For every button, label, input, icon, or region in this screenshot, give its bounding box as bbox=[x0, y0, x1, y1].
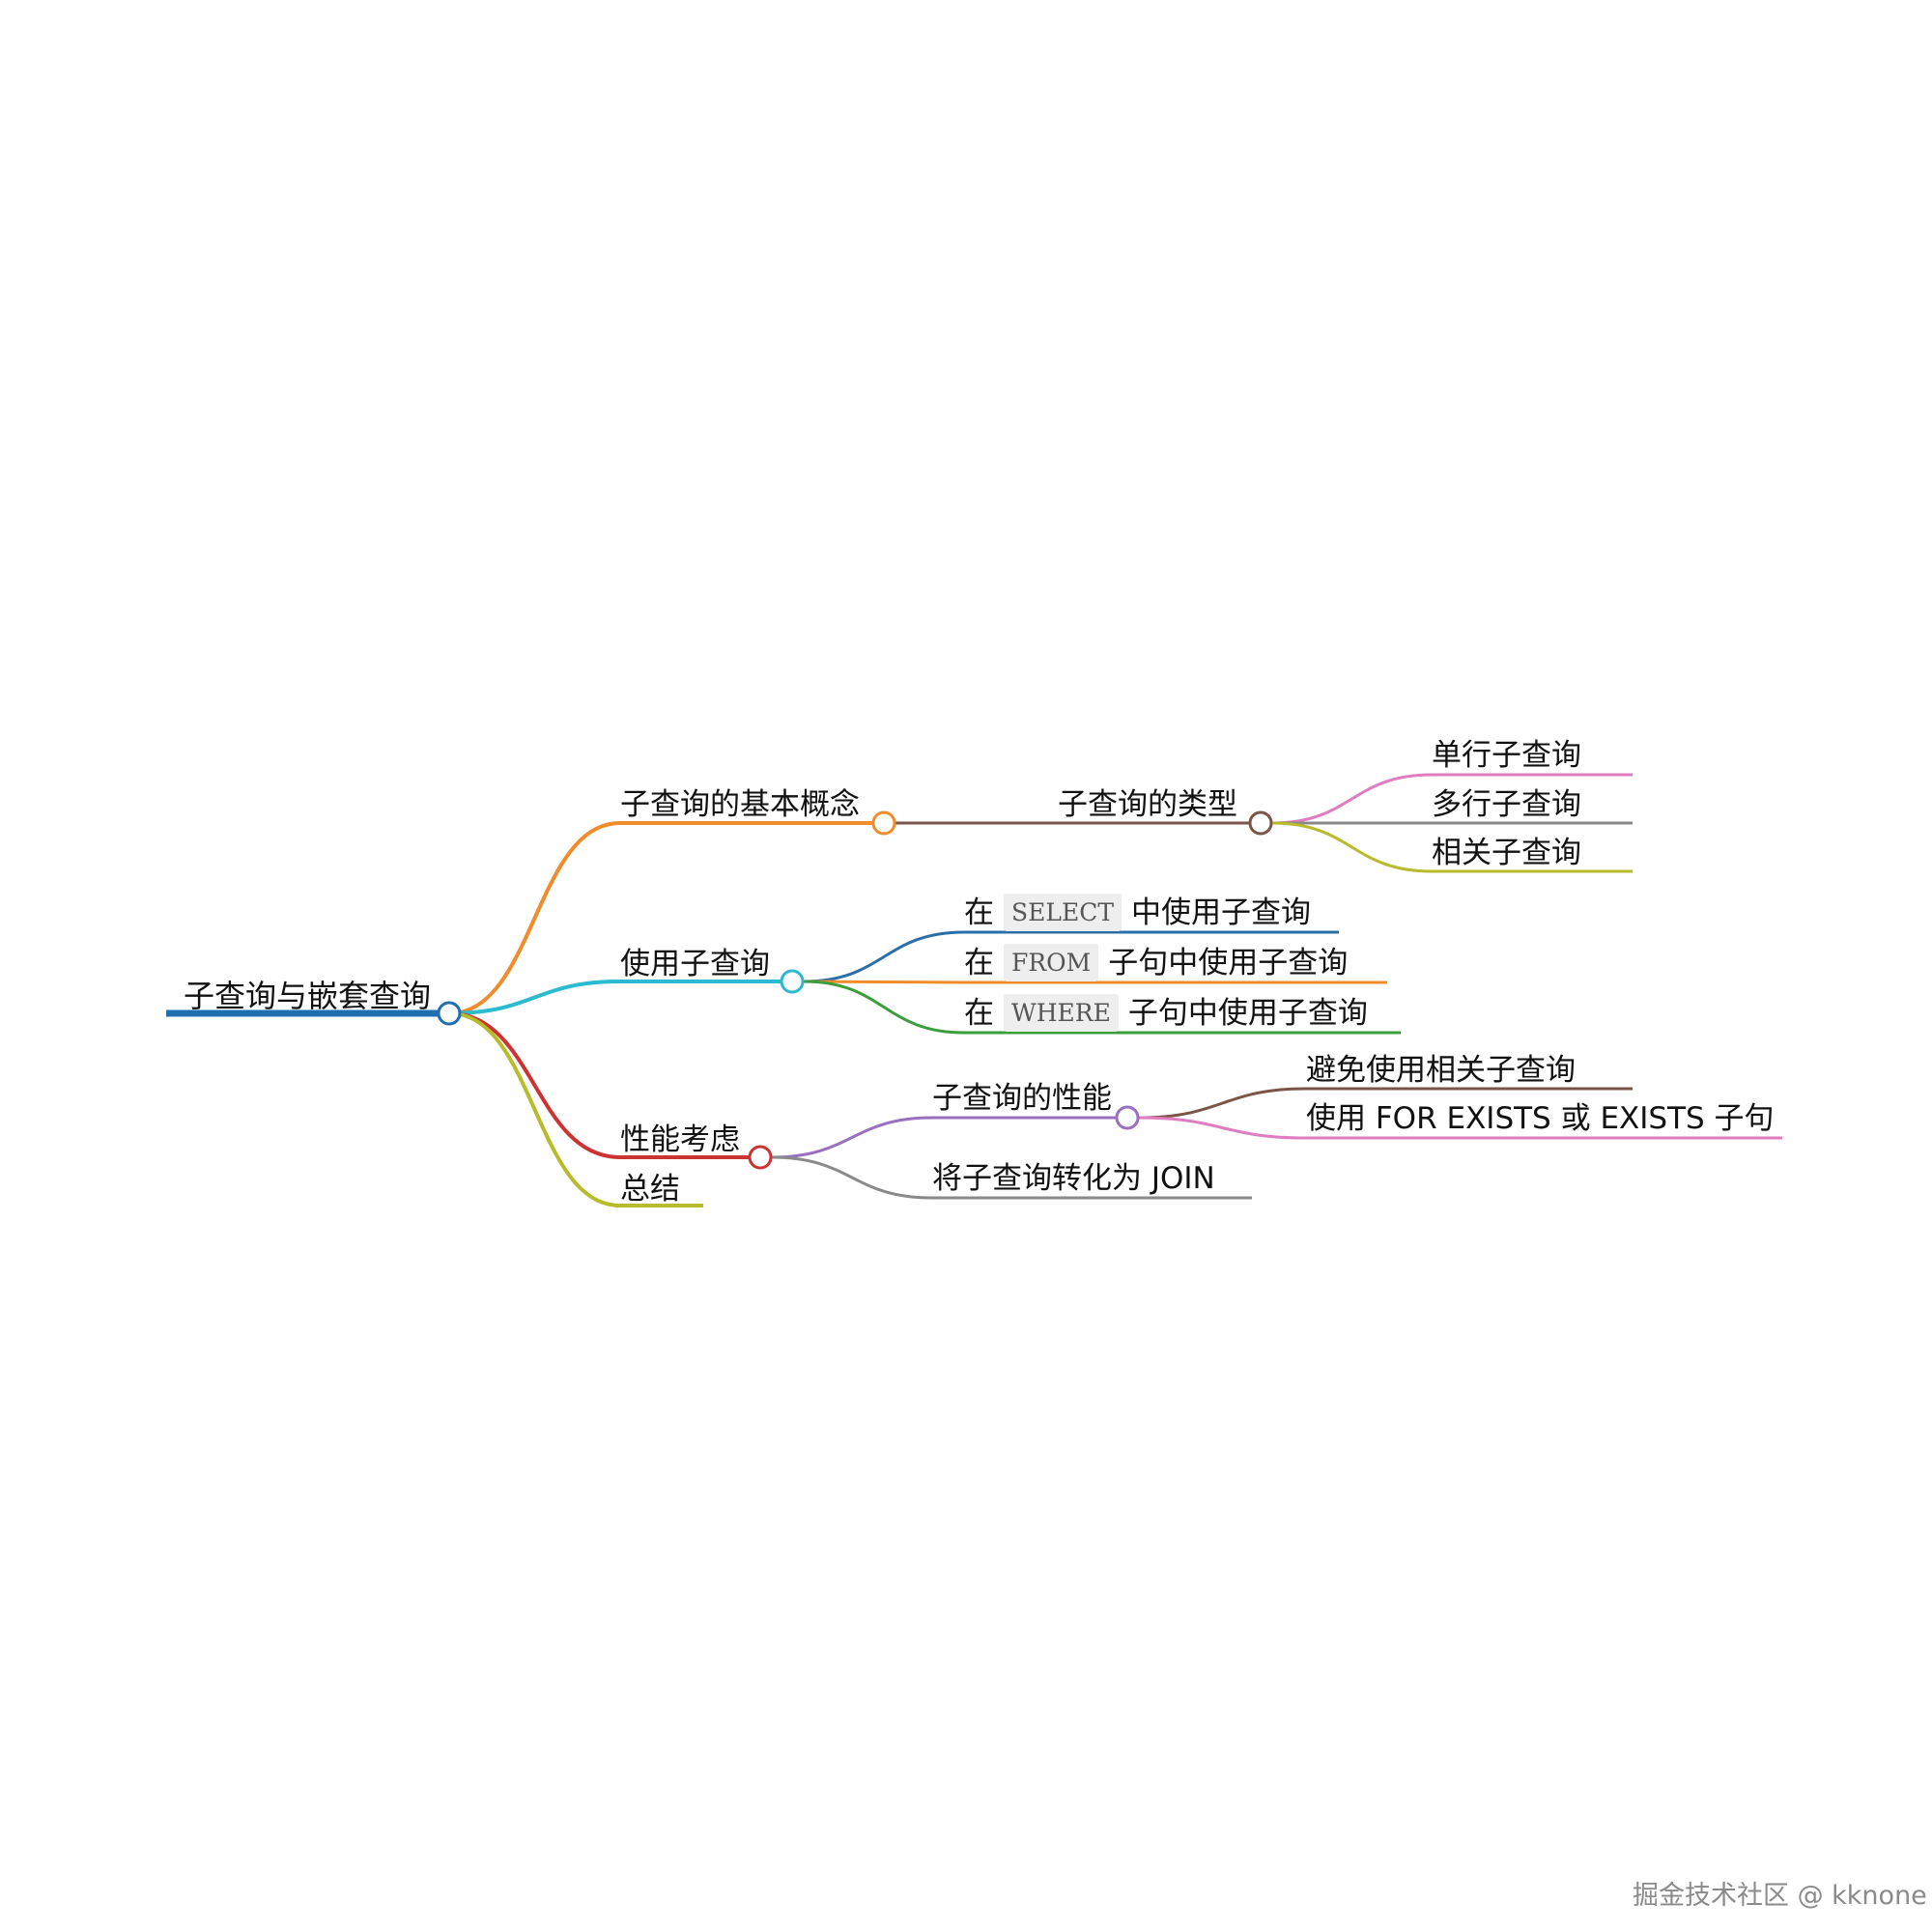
node-multi-row-subquery[interactable]: 多行子查询 bbox=[1432, 790, 1581, 820]
node-label: 相关子查询 bbox=[1432, 836, 1581, 870]
node-label: 子查询的类型 bbox=[1058, 787, 1237, 822]
node-avoid-correlated[interactable]: 避免使用相关子查询 bbox=[1306, 1056, 1576, 1086]
mindmap-edges bbox=[447, 773, 1434, 1208]
node-label-suffix: 子句中使用子查询 bbox=[1127, 996, 1368, 1031]
code-keyword: FROM bbox=[1004, 944, 1099, 981]
node-correlated-subquery[interactable]: 相关子查询 bbox=[1432, 838, 1581, 868]
edge-using-child bbox=[802, 980, 966, 1035]
edge-root-performance bbox=[447, 1011, 622, 1159]
using-subquery-node-circle[interactable] bbox=[780, 969, 805, 994]
node-label-prefix: 在 bbox=[964, 895, 994, 930]
node-use-exists[interactable]: 使用 FOR EXISTS 或 EXISTS 子句 bbox=[1306, 1104, 1775, 1134]
edge-perf-avoid bbox=[1137, 1087, 1308, 1120]
edge-root-summary bbox=[447, 1011, 622, 1208]
node-label: 多行子查询 bbox=[1432, 787, 1581, 822]
node-label: 单行子查询 bbox=[1432, 738, 1581, 773]
node-performance[interactable]: 性能考虑 bbox=[620, 1125, 740, 1155]
node-basic-concepts[interactable]: 子查询的基本概念 bbox=[620, 790, 860, 820]
node-label-suffix: 子句中使用子查询 bbox=[1108, 946, 1349, 980]
edge-root-using-subquery bbox=[447, 980, 622, 1015]
edge-types-child bbox=[1270, 821, 1434, 873]
node-label: 性能考虑 bbox=[620, 1122, 740, 1157]
subquery-types-node-circle[interactable] bbox=[1248, 810, 1273, 836]
root-node-circle[interactable] bbox=[437, 1001, 462, 1026]
subquery-performance-node-circle[interactable] bbox=[1115, 1105, 1140, 1130]
node-label: 子查询的性能 bbox=[932, 1081, 1112, 1116]
node-label: 避免使用相关子查询 bbox=[1306, 1053, 1576, 1088]
performance-node-circle[interactable] bbox=[748, 1145, 773, 1170]
node-subquery-in-from[interactable]: 在 FROM 子句中使用子查询 bbox=[964, 944, 1349, 981]
node-label: 子查询的基本概念 bbox=[620, 787, 860, 822]
node-subquery-types[interactable]: 子查询的类型 bbox=[1058, 790, 1237, 820]
watermark: 掘金技术社区 @ kknone bbox=[1633, 1881, 1927, 1911]
edge-using-child bbox=[802, 930, 966, 983]
node-using-subquery[interactable]: 使用子查询 bbox=[620, 950, 770, 980]
node-label: 使用子查询 bbox=[620, 947, 770, 981]
node-label-suffix: 中使用子查询 bbox=[1131, 895, 1312, 930]
node-subquery-performance[interactable]: 子查询的性能 bbox=[932, 1084, 1112, 1114]
edge-root-basic-concepts bbox=[447, 821, 622, 1015]
node-single-row-subquery[interactable]: 单行子查询 bbox=[1432, 741, 1581, 771]
node-label: 总结 bbox=[620, 1172, 680, 1207]
node-label: 使用 FOR EXISTS 或 EXISTS 子句 bbox=[1306, 1101, 1775, 1136]
basic-concepts-node-circle[interactable] bbox=[871, 810, 896, 836]
node-label: 将子查询转化为 JOIN bbox=[932, 1161, 1215, 1196]
node-label-prefix: 在 bbox=[964, 996, 994, 1031]
code-keyword: SELECT bbox=[1004, 894, 1122, 931]
node-convert-to-join[interactable]: 将子查询转化为 JOIN bbox=[932, 1164, 1215, 1194]
node-summary[interactable]: 总结 bbox=[620, 1175, 680, 1205]
edge-using-child bbox=[802, 980, 966, 984]
node-root[interactable]: 子查询与嵌套查询 bbox=[184, 980, 431, 1011]
node-label: 子查询与嵌套查询 bbox=[184, 978, 432, 1014]
node-label-prefix: 在 bbox=[964, 946, 994, 980]
mindmap-node-circles bbox=[437, 810, 1273, 1170]
edge-perf-exists bbox=[1137, 1116, 1308, 1140]
edge-performance-subquery-perf bbox=[770, 1116, 934, 1159]
code-keyword: WHERE bbox=[1004, 994, 1119, 1032]
edge-performance-join bbox=[770, 1155, 934, 1200]
node-subquery-in-select[interactable]: 在 SELECT 中使用子查询 bbox=[964, 894, 1312, 931]
edge-types-child bbox=[1270, 773, 1434, 825]
mindmap-underlines bbox=[166, 773, 1782, 1208]
